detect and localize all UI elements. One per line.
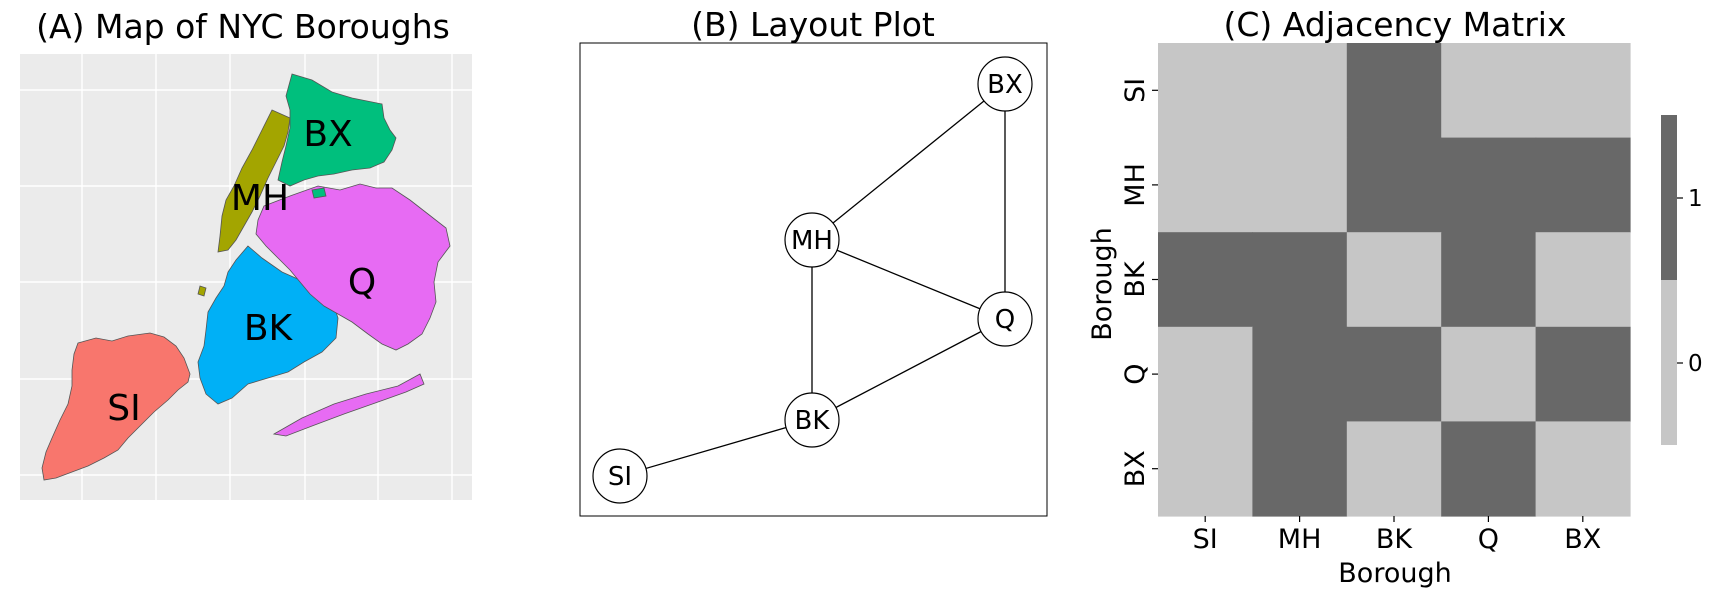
borough-mh: [217, 109, 291, 253]
y-axis-label: Borough: [1087, 227, 1118, 340]
matrix-cell: [1346, 326, 1442, 422]
node-circle: [592, 448, 648, 504]
matrix-cell: [1441, 137, 1537, 233]
node-label: BK: [795, 406, 831, 436]
y-tick-labels: SI MH BK Q BX: [1120, 78, 1158, 487]
edge-mh-bx: [811, 83, 1006, 241]
matrix-cell: [1158, 421, 1253, 517]
colorbar: 0 1: [1661, 115, 1703, 445]
node-circle: [784, 212, 840, 268]
label-bx: BX: [303, 114, 352, 155]
matrix-cell: [1346, 43, 1442, 139]
matrix-cell: [1158, 326, 1253, 422]
matrix-cell: [1441, 43, 1537, 139]
y-tick-label: MH: [1120, 163, 1151, 207]
node-label: Q: [995, 305, 1015, 335]
matrix-cell: [1346, 137, 1442, 233]
borough-shapes: [41, 73, 451, 481]
matrix-cell: [1252, 43, 1348, 139]
borough-labels: SI MH BK Q BX: [107, 114, 376, 429]
node-label: MH: [791, 226, 833, 256]
borough-si: [41, 332, 191, 481]
x-tick-label: Q: [1478, 524, 1499, 555]
matrix-cell: [1441, 232, 1537, 328]
x-tick-label: BK: [1376, 524, 1414, 555]
node-circle: [977, 56, 1033, 112]
matrix-cells: [1158, 43, 1631, 517]
matrix-cell: [1346, 232, 1442, 328]
node-circle: [977, 291, 1033, 347]
matrix-cell: [1535, 137, 1631, 233]
matrix-cell: [1252, 326, 1348, 422]
island: [311, 187, 327, 199]
graph-edges: [619, 83, 1006, 477]
edge-bk-q: [811, 318, 1006, 421]
panel-b-layout: (B) Layout Plot BX MH Q BK SI: [579, 5, 1048, 517]
borough-q: [255, 183, 451, 351]
graph-nodes: BX MH Q BK SI: [592, 56, 1033, 504]
x-tick-label: SI: [1193, 524, 1218, 555]
y-tick-label: BX: [1120, 450, 1151, 487]
matrix-cell: [1346, 421, 1442, 517]
node-bx: BX: [977, 56, 1033, 112]
label-bk: BK: [244, 308, 294, 349]
y-tick-label: Q: [1120, 363, 1151, 384]
matrix-cell: [1441, 421, 1537, 517]
panel-c-matrix: (C) Adjacency Matrix SI MH BK Q BX SI MH BK Q BX…: [1087, 5, 1703, 589]
label-si: SI: [107, 388, 140, 429]
matrix-cell: [1158, 137, 1253, 233]
matrix-cell: [1535, 326, 1631, 422]
matrix-cell: [1441, 326, 1537, 422]
node-circle: [784, 392, 840, 448]
panel-c-title: (C) Adjacency Matrix: [1223, 5, 1566, 44]
node-bk: BK: [784, 392, 840, 448]
label-q: Q: [348, 262, 376, 303]
x-tick-label: MH: [1278, 524, 1322, 555]
y-tick-label: BK: [1120, 260, 1151, 298]
borough-q-rockaway: [272, 373, 425, 437]
x-axis-label: Borough: [1338, 558, 1451, 589]
island: [197, 285, 207, 297]
matrix-cell: [1535, 43, 1631, 139]
matrix-cell: [1252, 421, 1348, 517]
x-tick-label: BX: [1564, 524, 1601, 555]
panel-b-title: (B) Layout Plot: [691, 5, 935, 44]
label-mh: MH: [231, 178, 289, 219]
node-label: SI: [608, 462, 632, 492]
edge-si-bk: [619, 419, 813, 477]
x-tick-labels: SI MH BK Q BX: [1193, 516, 1601, 555]
colorbar-tick-label-1: 1: [1688, 186, 1703, 212]
node-label: BX: [987, 70, 1023, 100]
node-mh: MH: [784, 212, 840, 268]
matrix-cell: [1158, 232, 1253, 328]
edge-mh-q: [811, 239, 1006, 320]
matrix-cell: [1158, 43, 1253, 139]
matrix-cell: [1535, 232, 1631, 328]
y-tick-label: SI: [1120, 78, 1151, 103]
panel-a-map: (A) Map of NYC Boroughs SI: [20, 7, 472, 500]
node-si: SI: [592, 448, 648, 504]
colorbar-one: [1661, 115, 1677, 280]
colorbar-zero: [1661, 280, 1677, 445]
borough-bx: [277, 73, 397, 187]
colorbar-tick-label-0: 0: [1688, 351, 1703, 377]
matrix-cell: [1535, 421, 1631, 517]
matrix-cell: [1252, 137, 1348, 233]
panel-a-title: (A) Map of NYC Boroughs: [36, 7, 450, 46]
node-q: Q: [977, 291, 1033, 347]
matrix-cell: [1252, 232, 1348, 328]
